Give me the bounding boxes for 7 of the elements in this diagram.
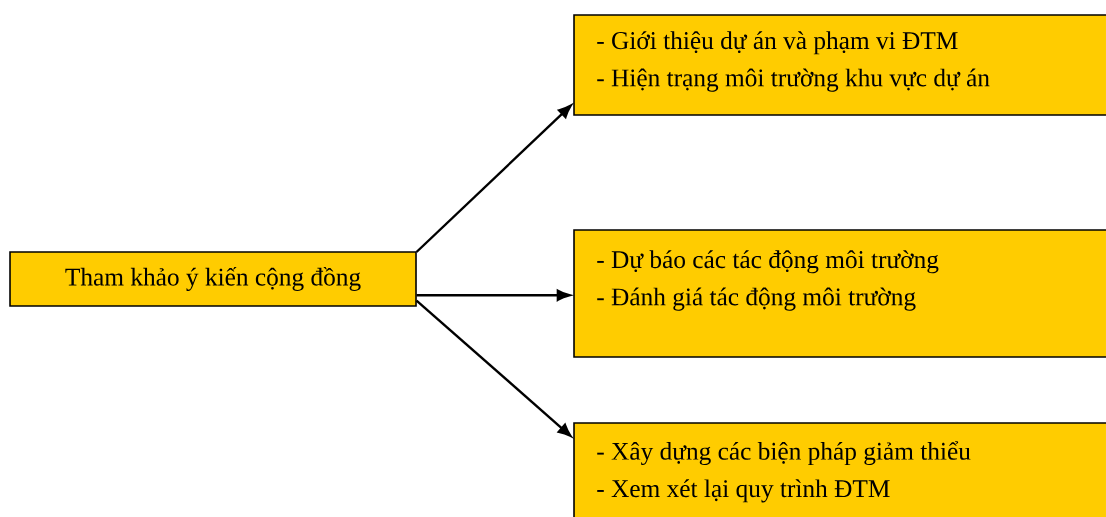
process-box: - Giới thiệu dự án và phạm vi ĐTM - Hiện trạng môi trường khu vực dự án (573, 14, 1106, 116)
process-box: - Dự báo các tác động môi trường - Đánh giá tác động môi trường (573, 229, 1106, 358)
process-box: Tham khảo ý kiến cộng đồng (9, 251, 417, 307)
process-box: - Xây dựng các biện pháp giảm thiểu - Xem xét lại quy trình ĐTM (573, 422, 1106, 517)
arrow (415, 104, 572, 253)
arrow (415, 299, 572, 437)
arrow (416, 289, 571, 301)
